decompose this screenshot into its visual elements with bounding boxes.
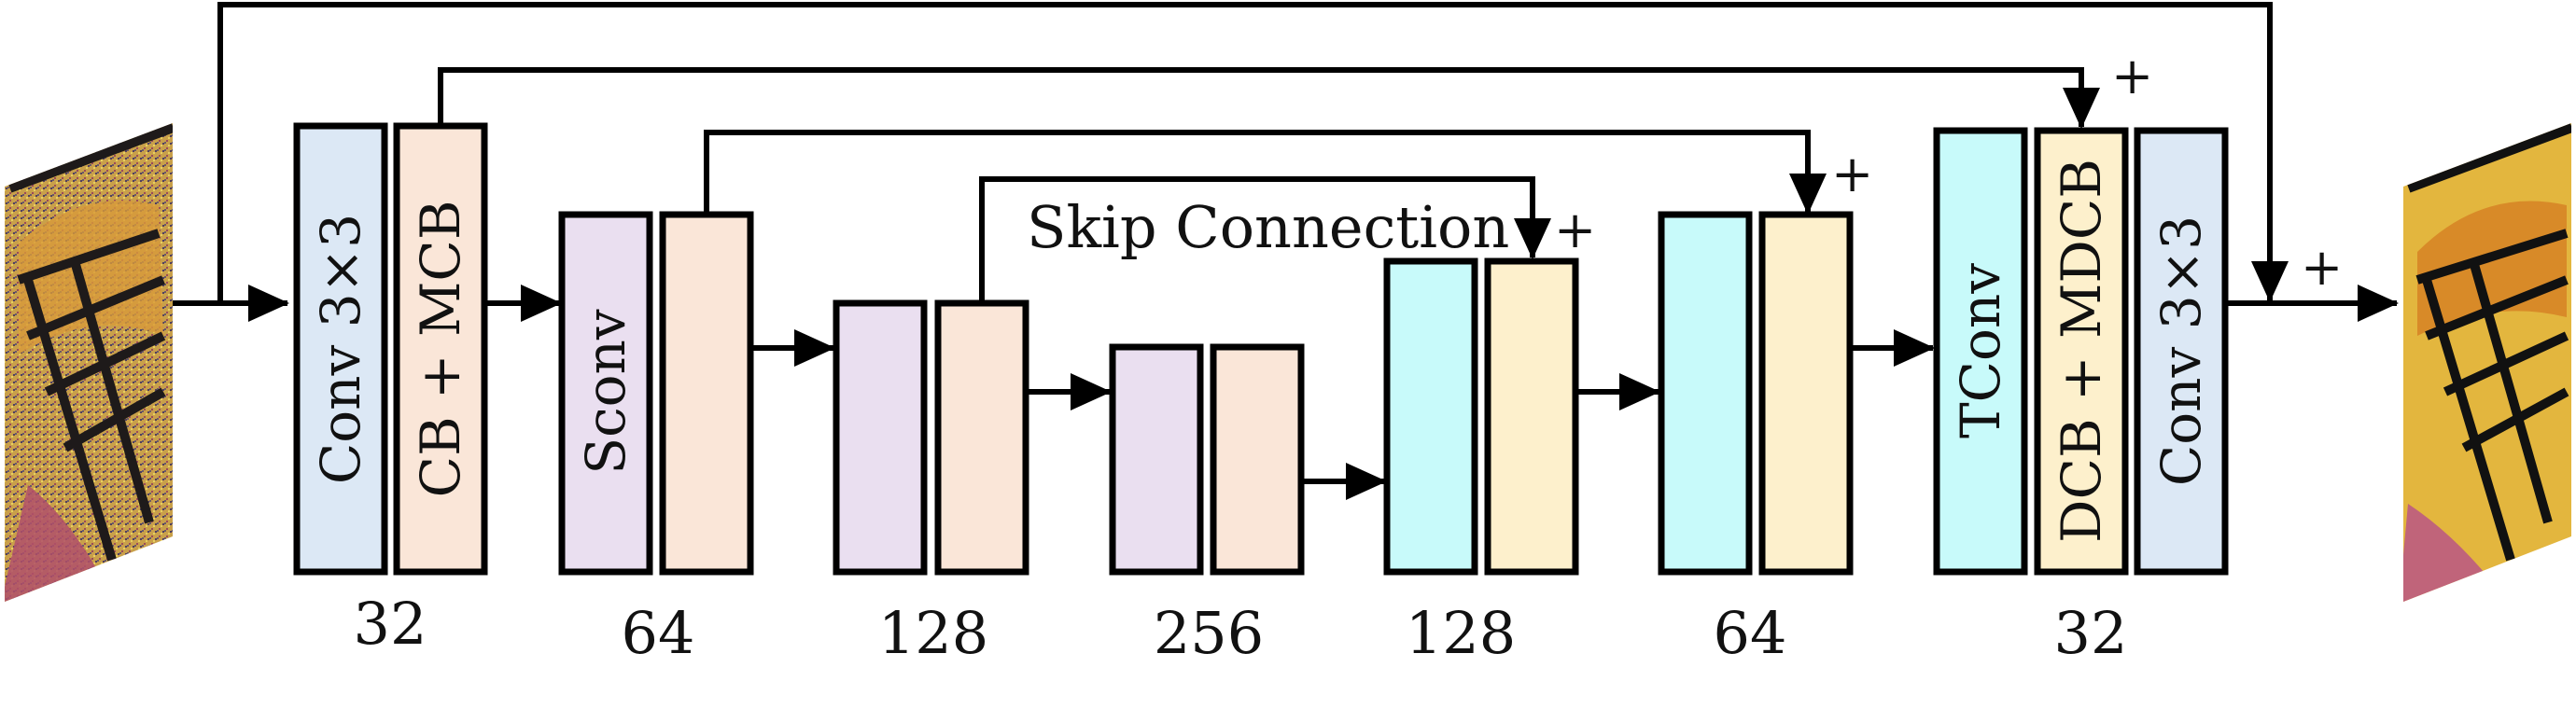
conv-out-block <box>2134 127 2229 576</box>
encoder-128-block <box>934 299 1029 576</box>
decoder-64-tconv-block <box>1658 211 1753 576</box>
plus-sign-skip-64: + <box>1831 145 1873 203</box>
cb-mcb-label: CB + MCB <box>409 201 472 498</box>
global-residual-skip <box>217 2 2289 303</box>
output-image <box>2403 123 2571 602</box>
tconv-block <box>1933 127 2028 576</box>
channels-256: 256 <box>1154 599 1264 667</box>
plus-sign-skip-32: + <box>2111 47 2153 105</box>
skip-32 <box>438 67 2100 129</box>
plus-signs: + + + + <box>1554 47 2343 297</box>
sconv-block <box>558 211 653 576</box>
encoder-64-block <box>659 211 754 576</box>
channels-128-dec: 128 <box>1406 599 1516 667</box>
channels-32-out: 32 <box>2054 599 2128 667</box>
channel-labels: 32 64 128 256 128 64 32 <box>354 590 2128 667</box>
plus-sign-global: + <box>2301 238 2343 297</box>
conv-in-label: Conv 3×3 <box>309 214 372 484</box>
bottleneck-sconv-block <box>1109 343 1204 576</box>
plus-sign-skip-128: + <box>1554 201 1596 259</box>
skip-connections <box>217 2 2289 303</box>
blocks <box>293 122 2229 576</box>
decoder-64-block <box>1758 211 1854 576</box>
input-image <box>5 123 173 602</box>
channels-64-dec: 64 <box>1714 599 1787 667</box>
channels-32-in: 32 <box>354 590 427 658</box>
conv-out-label: Conv 3×3 <box>2149 215 2213 486</box>
block-labels: Conv 3×3 CB + MCB Sconv TConv DCB + MDCB… <box>309 159 2213 543</box>
decoder-128-block <box>1484 257 1579 576</box>
bottleneck-block <box>1210 343 1305 576</box>
channels-128-enc: 128 <box>878 599 988 667</box>
conv-in-block <box>293 122 388 576</box>
dcb-mdcb-label: DCB + MDCB <box>2050 159 2113 543</box>
channels-64-enc: 64 <box>622 599 695 667</box>
dcb-mdcb-block <box>2034 127 2129 576</box>
encoder-128-sconv-block <box>833 299 928 576</box>
skip-128 <box>979 176 1551 301</box>
sconv-label: Sconv <box>574 309 637 474</box>
skip-64 <box>704 130 1827 215</box>
tconv-label: TConv <box>1949 263 2012 438</box>
cb-mcb-block <box>393 122 488 576</box>
forward-connections <box>173 285 2399 500</box>
skip-connection-label: Skip Connection <box>1027 193 1509 261</box>
decoder-128-tconv-block <box>1383 257 1478 576</box>
